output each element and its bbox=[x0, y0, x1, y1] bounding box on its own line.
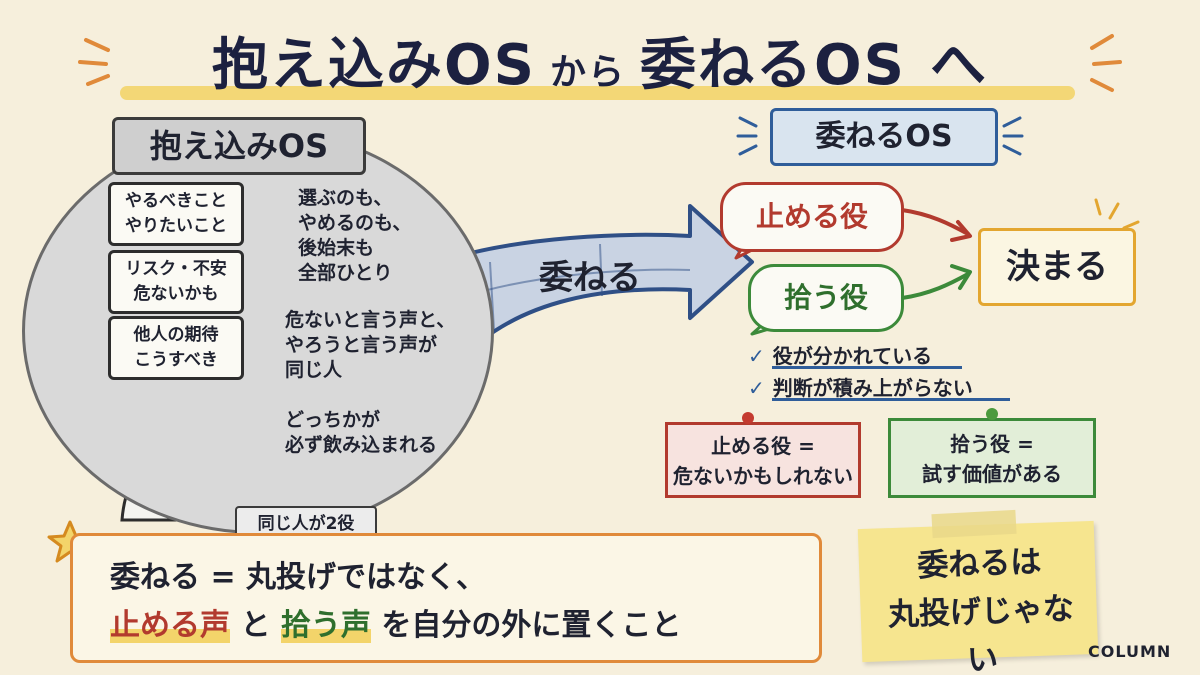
burden-card-risk: リスク・不安 危ないかも bbox=[108, 250, 244, 314]
page-title: 抱え込みOS から委ねるOS へ bbox=[120, 20, 1080, 101]
check-icon: ✓ bbox=[748, 376, 765, 400]
burden-card-expectations: 他人の期待 こうすべき bbox=[108, 316, 244, 380]
decide-accent-icon bbox=[1094, 198, 1140, 230]
summary-line-1: 委ねる = 丸投げではなく、 bbox=[110, 560, 487, 595]
burden-card-tasks: やるべきこと やりたいこと bbox=[108, 182, 244, 246]
summary-and: と bbox=[240, 608, 271, 643]
title-part2: 委ねるOS bbox=[640, 33, 906, 98]
check-icon: ✓ bbox=[748, 344, 765, 368]
tape bbox=[931, 509, 1017, 539]
sticky-line-1: 委ねるは bbox=[916, 543, 1042, 585]
sticky-line-2: 丸投げじゃない bbox=[887, 590, 1075, 675]
pin-icon bbox=[742, 412, 754, 424]
summary-line-2: 止める声 と 拾う声 を自分の外に置くこと bbox=[110, 600, 810, 644]
os-accent-icon bbox=[736, 116, 1024, 156]
title-part1: 抱え込みOS bbox=[212, 33, 536, 98]
holding-os-label: 抱え込みOS bbox=[112, 117, 366, 175]
pick-to-decide-arrow bbox=[900, 272, 970, 300]
delegate-arrow-label: 委ねる bbox=[539, 258, 641, 298]
title-highlight bbox=[120, 86, 1075, 100]
check-underline bbox=[772, 398, 1010, 401]
decide-box: 決まる bbox=[978, 228, 1136, 306]
summary-pick-voice: 拾う声 bbox=[280, 608, 371, 643]
summary-rest: を自分の外に置くこと bbox=[381, 608, 682, 643]
delegating-os-label: 委ねるOS bbox=[770, 108, 998, 166]
delegate-arrow-icon bbox=[450, 204, 754, 360]
pin-icon bbox=[986, 408, 998, 420]
stop-to-decide-arrow bbox=[900, 208, 970, 236]
title-end: へ bbox=[929, 33, 988, 98]
holding-text-all-alone: 選ぶのも、 やめるのも、 後始末も 全部ひとり bbox=[298, 187, 412, 284]
pick-role-bubble: 拾う役 bbox=[748, 264, 904, 332]
check-underline bbox=[772, 366, 962, 369]
stop-role-bubble: 止める役 bbox=[720, 182, 904, 252]
title-accent-right-icon bbox=[1090, 34, 1122, 92]
holding-text-swallowed: どっちかが 必ず飲み込まれる bbox=[285, 409, 438, 456]
holding-text-same-person: 危ないと言う声と、 やろうと言う声が 同じ人 bbox=[285, 309, 456, 381]
title-connector: から bbox=[549, 52, 626, 93]
sticky-note-text: 委ねるは 丸投げじゃない bbox=[874, 536, 1089, 675]
check-item-roles-split: ✓ 役が分かれている bbox=[748, 340, 1008, 369]
summary-stop-voice: 止める声 bbox=[110, 608, 230, 643]
check-item-label: 役が分かれている bbox=[772, 344, 933, 368]
title-accent-left-icon bbox=[78, 38, 110, 86]
column-label: COLUMN bbox=[1088, 642, 1172, 661]
pick-role-note: 拾う役 = 試す価値がある bbox=[888, 418, 1096, 498]
check-item-label: 判断が積み上がらない bbox=[772, 376, 973, 400]
check-item-no-pileup: ✓ 判断が積み上がらない bbox=[748, 372, 1028, 401]
stop-role-note: 止める役 = 危ないかもしれない bbox=[665, 422, 861, 498]
